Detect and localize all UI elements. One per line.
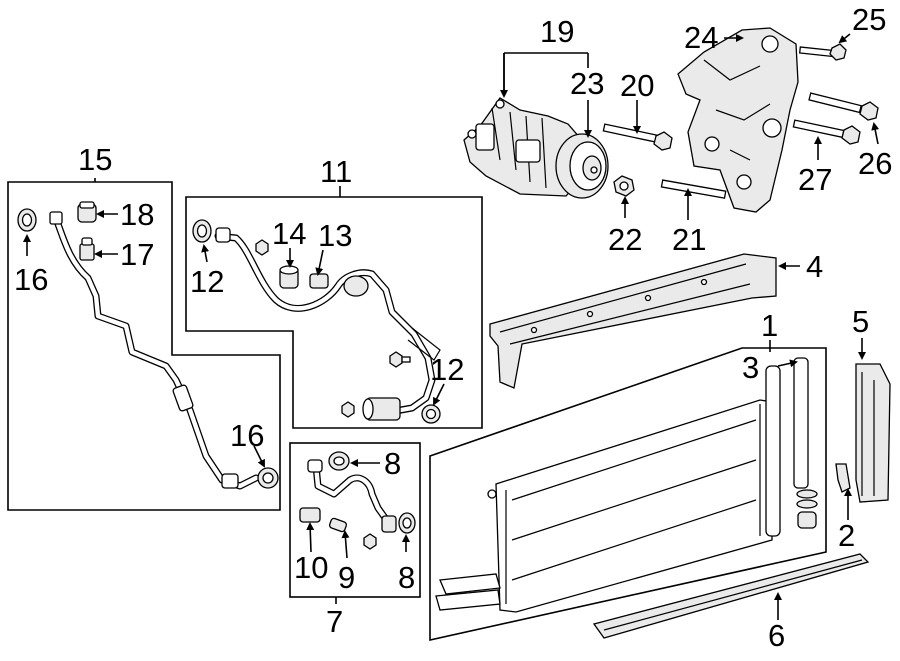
callout-10: 10	[294, 550, 328, 585]
bolt-20	[602, 123, 673, 151]
callout-22: 22	[608, 222, 642, 257]
discharge-line-assembly	[307, 459, 397, 533]
condenser-1	[435, 365, 781, 613]
callout-19: 19	[540, 14, 574, 49]
callout-13: 13	[318, 218, 352, 253]
receiver-drier-3	[793, 357, 818, 529]
callout-9: 9	[338, 560, 355, 595]
callout-25: 25	[852, 2, 886, 37]
callout-12-bottom: 12	[430, 352, 464, 387]
callout-1: 1	[761, 308, 778, 343]
suction-hose-assembly	[214, 227, 441, 421]
callout-14: 14	[272, 216, 306, 251]
valve-9	[328, 517, 348, 533]
o-ring-8-bottom	[398, 512, 416, 534]
callout-5: 5	[852, 304, 869, 339]
nut-22	[613, 175, 635, 197]
callout-18: 18	[120, 197, 154, 232]
callout-16-bottom: 16	[230, 418, 264, 453]
o-ring-16-bottom	[257, 467, 279, 489]
callout-26: 26	[858, 146, 892, 181]
group-11-frame	[185, 196, 483, 429]
o-ring-8-top	[328, 451, 350, 471]
callout-8-top: 8	[384, 446, 401, 481]
valve-13	[309, 273, 329, 289]
valve-core-17	[79, 237, 95, 261]
callout-24: 24	[684, 20, 718, 55]
bolt-25	[798, 43, 847, 61]
o-ring-16-top	[17, 208, 37, 232]
callout-23: 23	[570, 66, 604, 101]
nut-11a	[255, 239, 269, 256]
fitting-14	[279, 265, 299, 289]
bracket-24	[677, 27, 799, 213]
callout-2: 2	[838, 518, 855, 553]
bracket-2	[835, 463, 851, 493]
nut-11b	[341, 401, 355, 418]
callout-6: 6	[768, 618, 785, 653]
o-ring-12-top	[192, 219, 212, 243]
side-seal-5	[855, 363, 891, 503]
cap-18	[77, 201, 97, 223]
callout-17: 17	[120, 237, 154, 272]
liquid-line-assembly	[49, 211, 260, 490]
callout-27: 27	[798, 162, 832, 197]
clutch-23	[555, 133, 609, 199]
callout-7: 7	[326, 604, 343, 639]
bolt-11	[389, 351, 411, 368]
callout-15: 15	[78, 142, 112, 177]
callout-20: 20	[620, 68, 654, 103]
callout-16-top: 16	[14, 262, 48, 297]
callout-12-top: 12	[190, 264, 224, 299]
callout-21: 21	[672, 222, 706, 257]
nut-7	[363, 533, 377, 550]
bolt-27	[792, 119, 861, 145]
group-15-frame	[7, 181, 281, 511]
o-ring-12-bottom	[421, 404, 441, 424]
callout-8-bottom: 8	[398, 560, 415, 595]
callout-4: 4	[806, 249, 823, 284]
group-7-frame	[289, 442, 421, 598]
lower-seal-6	[592, 553, 870, 639]
switch-10	[299, 507, 321, 523]
upper-seal-4	[489, 253, 777, 389]
stud-21	[660, 179, 727, 199]
leader-lines	[23, 33, 880, 620]
callout-3: 3	[742, 350, 759, 385]
callout-11: 11	[320, 154, 352, 189]
group-1-frame	[429, 347, 827, 641]
compressor-19	[463, 97, 583, 197]
bolt-26	[808, 92, 879, 121]
